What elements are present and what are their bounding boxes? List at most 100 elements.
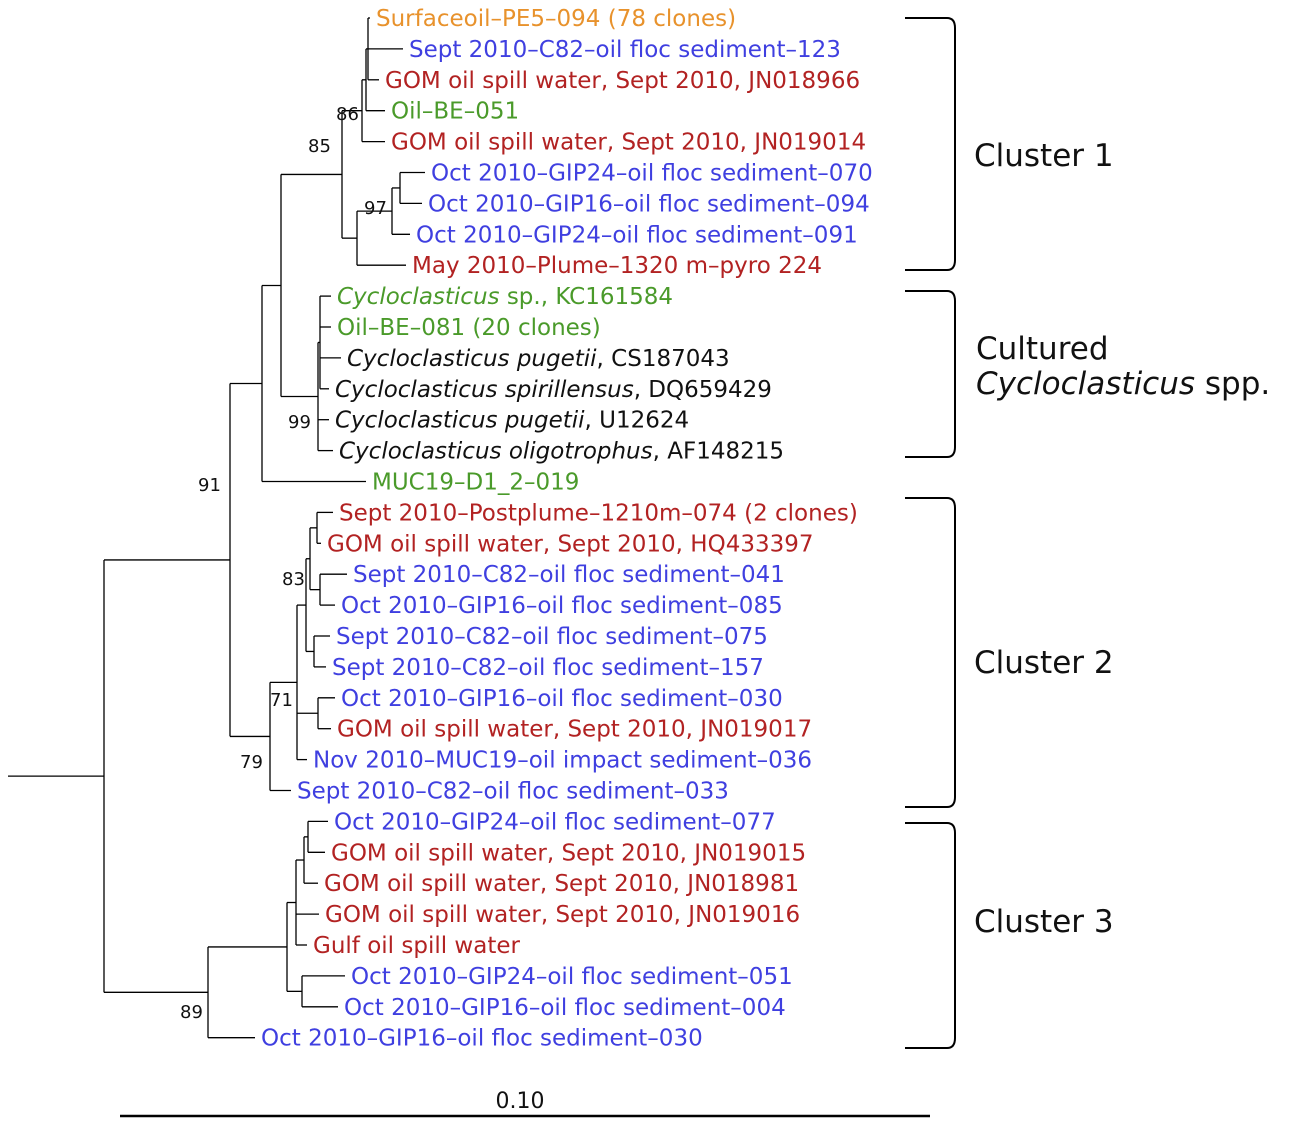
taxon-label-part: Oct 2010–GIP24–oil floc sediment–077 bbox=[334, 809, 776, 835]
taxon-label-2: Sept 2010–C82–oil floc sediment–123 bbox=[409, 37, 841, 63]
taxon-label-part: Sept 2010–C82–oil floc sediment–041 bbox=[353, 562, 785, 588]
cluster-label-1: Cluster 1 bbox=[974, 138, 1114, 174]
taxon-label-part: Cycloclasticus pugetii bbox=[335, 408, 585, 434]
taxon-label-part: Oil–BE–081 (20 clones) bbox=[337, 315, 601, 341]
bootstrap-value: 99 bbox=[288, 412, 311, 433]
taxon-label-14: Cycloclasticus pugetii, U12624 bbox=[335, 408, 689, 434]
cluster-label-2: Cultured bbox=[976, 331, 1109, 367]
taxon-label-27: Oct 2010–GIP24–oil floc sediment–077 bbox=[334, 809, 776, 835]
taxon-label-part: Oct 2010–GIP16–oil floc sediment–004 bbox=[344, 995, 786, 1021]
cluster-label-part: Cluster 1 bbox=[974, 138, 1114, 174]
bootstrap-value: 97 bbox=[364, 198, 387, 219]
taxon-label-4: Oil–BE–051 bbox=[391, 99, 519, 125]
taxon-label-6: Oct 2010–GIP24–oil floc sediment–070 bbox=[431, 161, 873, 187]
taxon-label-part: GOM oil spill water, Sept 2010, JN018966 bbox=[385, 68, 860, 94]
taxon-label-part: Sept 2010–C82–oil floc sediment–075 bbox=[336, 624, 768, 650]
taxon-label-part: , DQ659429 bbox=[634, 377, 772, 403]
taxon-label-part: Cycloclasticus oligotrophus bbox=[339, 439, 653, 465]
taxon-label-part: Oct 2010–GIP24–oil floc sediment–051 bbox=[351, 964, 793, 990]
taxon-label-part: Gulf oil spill water bbox=[313, 933, 520, 959]
taxon-label-part: , AF148215 bbox=[653, 439, 784, 465]
cluster-label-3: Cluster 2 bbox=[974, 645, 1114, 681]
cluster-bracket-4 bbox=[905, 822, 956, 1049]
taxon-label-part: GOM oil spill water, Sept 2010, HQ433397 bbox=[327, 531, 814, 557]
taxon-label-8: Oct 2010–GIP24–oil floc sediment–091 bbox=[416, 222, 858, 248]
taxon-label-10: Cycloclasticus sp., KC161584 bbox=[337, 284, 673, 310]
taxon-label-25: Nov 2010–MUC19–oil impact sediment–036 bbox=[313, 748, 812, 774]
taxon-label-1: Surfaceoil–PE5–094 (78 clones) bbox=[376, 6, 736, 32]
cluster-label-4: Cluster 3 bbox=[974, 904, 1114, 940]
taxon-label-23: Oct 2010–GIP16–oil floc sediment–030 bbox=[341, 686, 783, 712]
cluster-bracket-2 bbox=[905, 290, 956, 458]
taxon-label-30: GOM oil spill water, Sept 2010, JN019016 bbox=[325, 902, 800, 928]
taxon-label-part: MUC19–D1_2–019 bbox=[372, 470, 579, 496]
taxon-label-11: Oil–BE–081 (20 clones) bbox=[337, 315, 601, 341]
taxon-label-part: Cycloclasticus bbox=[337, 284, 500, 310]
taxon-label-part: Sept 2010–C82–oil floc sediment–123 bbox=[409, 37, 841, 63]
cluster-label-2: Cycloclasticus spp. bbox=[976, 366, 1270, 402]
taxon-label-part: GOM oil spill water, Sept 2010, JN019015 bbox=[331, 840, 806, 866]
bootstrap-value: 79 bbox=[240, 752, 263, 773]
taxon-label-20: Oct 2010–GIP16–oil floc sediment–085 bbox=[341, 593, 783, 619]
taxon-label-12: Cycloclasticus pugetii, CS187043 bbox=[347, 346, 730, 372]
taxon-label-28: GOM oil spill water, Sept 2010, JN019015 bbox=[331, 840, 806, 866]
tree-branches bbox=[8, 17, 425, 1039]
taxon-label-34: Oct 2010–GIP16–oil floc sediment–030 bbox=[261, 1026, 703, 1052]
taxon-label-9: May 2010–Plume–1320 m–pyro 224 bbox=[412, 253, 822, 279]
bootstrap-value: 86 bbox=[336, 104, 359, 125]
taxon-label-part: GOM oil spill water, Sept 2010, JN019017 bbox=[337, 717, 812, 743]
scale-bar: 0.10 bbox=[120, 1089, 930, 1118]
taxon-label-32: Oct 2010–GIP24–oil floc sediment–051 bbox=[351, 964, 793, 990]
taxon-label-33: Oct 2010–GIP16–oil floc sediment–004 bbox=[344, 995, 786, 1021]
cluster-label-part: Cycloclasticus bbox=[976, 366, 1195, 402]
cluster-label-part: Cluster 2 bbox=[974, 645, 1114, 681]
taxon-label-7: Oct 2010–GIP16–oil floc sediment–094 bbox=[428, 191, 870, 217]
cluster-label-part: spp. bbox=[1195, 366, 1270, 402]
cluster-label-part: Cultured bbox=[976, 331, 1109, 367]
cluster-brackets bbox=[905, 17, 956, 1049]
taxon-labels: Surfaceoil–PE5–094 (78 clones) Sept 2010–… bbox=[261, 6, 873, 1052]
taxon-label-part: Cycloclasticus spirillensus bbox=[335, 377, 634, 403]
taxon-label-part: Oil–BE–051 bbox=[391, 99, 519, 125]
taxon-label-part: , U12624 bbox=[585, 408, 690, 434]
taxon-label-15: Cycloclasticus oligotrophus, AF148215 bbox=[339, 439, 784, 465]
taxon-label-part: Sept 2010–C82–oil floc sediment–157 bbox=[332, 655, 764, 681]
taxon-label-24: GOM oil spill water, Sept 2010, JN019017 bbox=[337, 717, 812, 743]
taxon-label-3: GOM oil spill water, Sept 2010, JN018966 bbox=[385, 68, 860, 94]
cluster-bracket-3 bbox=[905, 497, 956, 808]
taxon-label-16: MUC19–D1_2–019 bbox=[372, 470, 579, 496]
taxon-label-part: Cycloclasticus pugetii bbox=[347, 346, 597, 372]
taxon-label-part: Oct 2010–GIP16–oil floc sediment–030 bbox=[261, 1026, 703, 1052]
taxon-label-part: GOM oil spill water, Sept 2010, JN019014 bbox=[391, 130, 866, 156]
taxon-label-part: Oct 2010–GIP16–oil floc sediment–094 bbox=[428, 191, 870, 217]
taxon-label-21: Sept 2010–C82–oil floc sediment–075 bbox=[336, 624, 768, 650]
cluster-label-part: Cluster 3 bbox=[974, 904, 1114, 940]
taxon-label-part: Nov 2010–MUC19–oil impact sediment–036 bbox=[313, 748, 812, 774]
taxon-label-part: Oct 2010–GIP24–oil floc sediment–091 bbox=[416, 222, 858, 248]
taxon-label-13: Cycloclasticus spirillensus, DQ659429 bbox=[335, 377, 772, 403]
bootstrap-value: 83 bbox=[282, 569, 305, 590]
taxon-label-part: GOM oil spill water, Sept 2010, JN019016 bbox=[325, 902, 800, 928]
scale-bar-label: 0.10 bbox=[496, 1089, 545, 1114]
taxon-label-5: GOM oil spill water, Sept 2010, JN019014 bbox=[391, 130, 866, 156]
bootstrap-value: 91 bbox=[198, 475, 221, 496]
taxon-label-part: GOM oil spill water, Sept 2010, JN018981 bbox=[324, 871, 799, 897]
taxon-label-part: Sept 2010–C82–oil floc sediment–033 bbox=[297, 779, 729, 805]
taxon-label-part: sp., KC161584 bbox=[500, 284, 674, 310]
bootstrap-value: 89 bbox=[180, 1002, 203, 1023]
taxon-label-17: Sept 2010–Postplume–1210m–074 (2 clones) bbox=[339, 500, 858, 526]
cluster-bracket-1 bbox=[905, 17, 956, 271]
taxon-label-part: Oct 2010–GIP16–oil floc sediment–085 bbox=[341, 593, 783, 619]
taxon-label-31: Gulf oil spill water bbox=[313, 933, 520, 959]
taxon-label-26: Sept 2010–C82–oil floc sediment–033 bbox=[297, 779, 729, 805]
taxon-label-part: Oct 2010–GIP24–oil floc sediment–070 bbox=[431, 161, 873, 187]
bootstrap-value: 85 bbox=[308, 136, 331, 157]
taxon-label-part: Sept 2010–Postplume–1210m–074 (2 clones) bbox=[339, 500, 858, 526]
taxon-label-29: GOM oil spill water, Sept 2010, JN018981 bbox=[324, 871, 799, 897]
taxon-label-22: Sept 2010–C82–oil floc sediment–157 bbox=[332, 655, 764, 681]
taxon-label-18: GOM oil spill water, Sept 2010, HQ433397 bbox=[327, 531, 814, 557]
taxon-label-part: Surfaceoil–PE5–094 (78 clones) bbox=[376, 6, 736, 32]
